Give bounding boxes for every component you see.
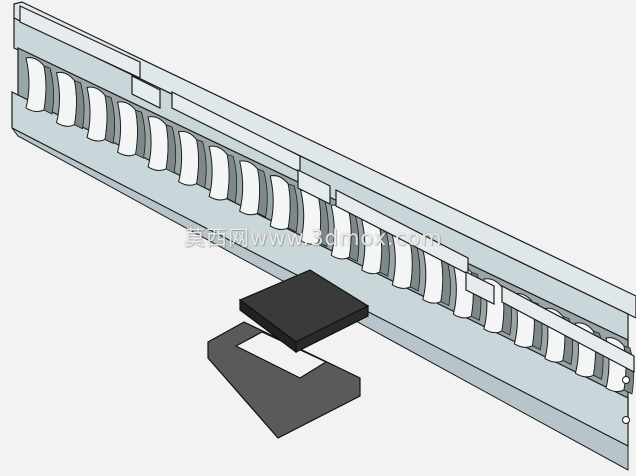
lens-element — [25, 57, 47, 113]
lens-element — [55, 71, 78, 127]
screw-hole-2 — [622, 416, 630, 424]
clamp-bar-1 — [19, 5, 141, 79]
lens-array — [25, 57, 634, 395]
lens-shadow — [104, 94, 116, 145]
lens-shadow — [409, 242, 421, 292]
lens-shadow — [379, 227, 390, 277]
lens-shadow — [226, 153, 238, 204]
lens-shadow — [257, 168, 268, 218]
clamp-bar-7 — [501, 285, 635, 373]
lens-shadow — [43, 65, 54, 115]
mount-bracket — [207, 269, 370, 439]
lens-shadow — [318, 198, 329, 248]
lens-shadow — [135, 109, 146, 159]
lens-element — [147, 116, 169, 172]
lens-element — [178, 130, 200, 186]
lens-shadow — [196, 139, 207, 189]
lens-element — [208, 145, 230, 201]
lens-shadow — [440, 256, 451, 307]
screw-hole-1 — [622, 376, 630, 384]
clamp-bar-2 — [131, 75, 161, 109]
lens-element — [116, 101, 139, 157]
lens-element — [239, 160, 261, 216]
lens-shadow — [348, 212, 360, 262]
lens-element — [86, 86, 108, 142]
bracket-window — [234, 331, 328, 379]
clamp-bars — [19, 5, 635, 373]
watermark-text: 莫西网www.3dmox.com — [184, 226, 443, 250]
lens-shadow — [73, 80, 85, 130]
clamp-bar-6 — [465, 271, 495, 305]
clamp-bar-4 — [297, 169, 331, 205]
top-plate-front — [295, 305, 369, 353]
lens-shadow — [165, 124, 177, 174]
lens-shadow — [287, 183, 299, 233]
